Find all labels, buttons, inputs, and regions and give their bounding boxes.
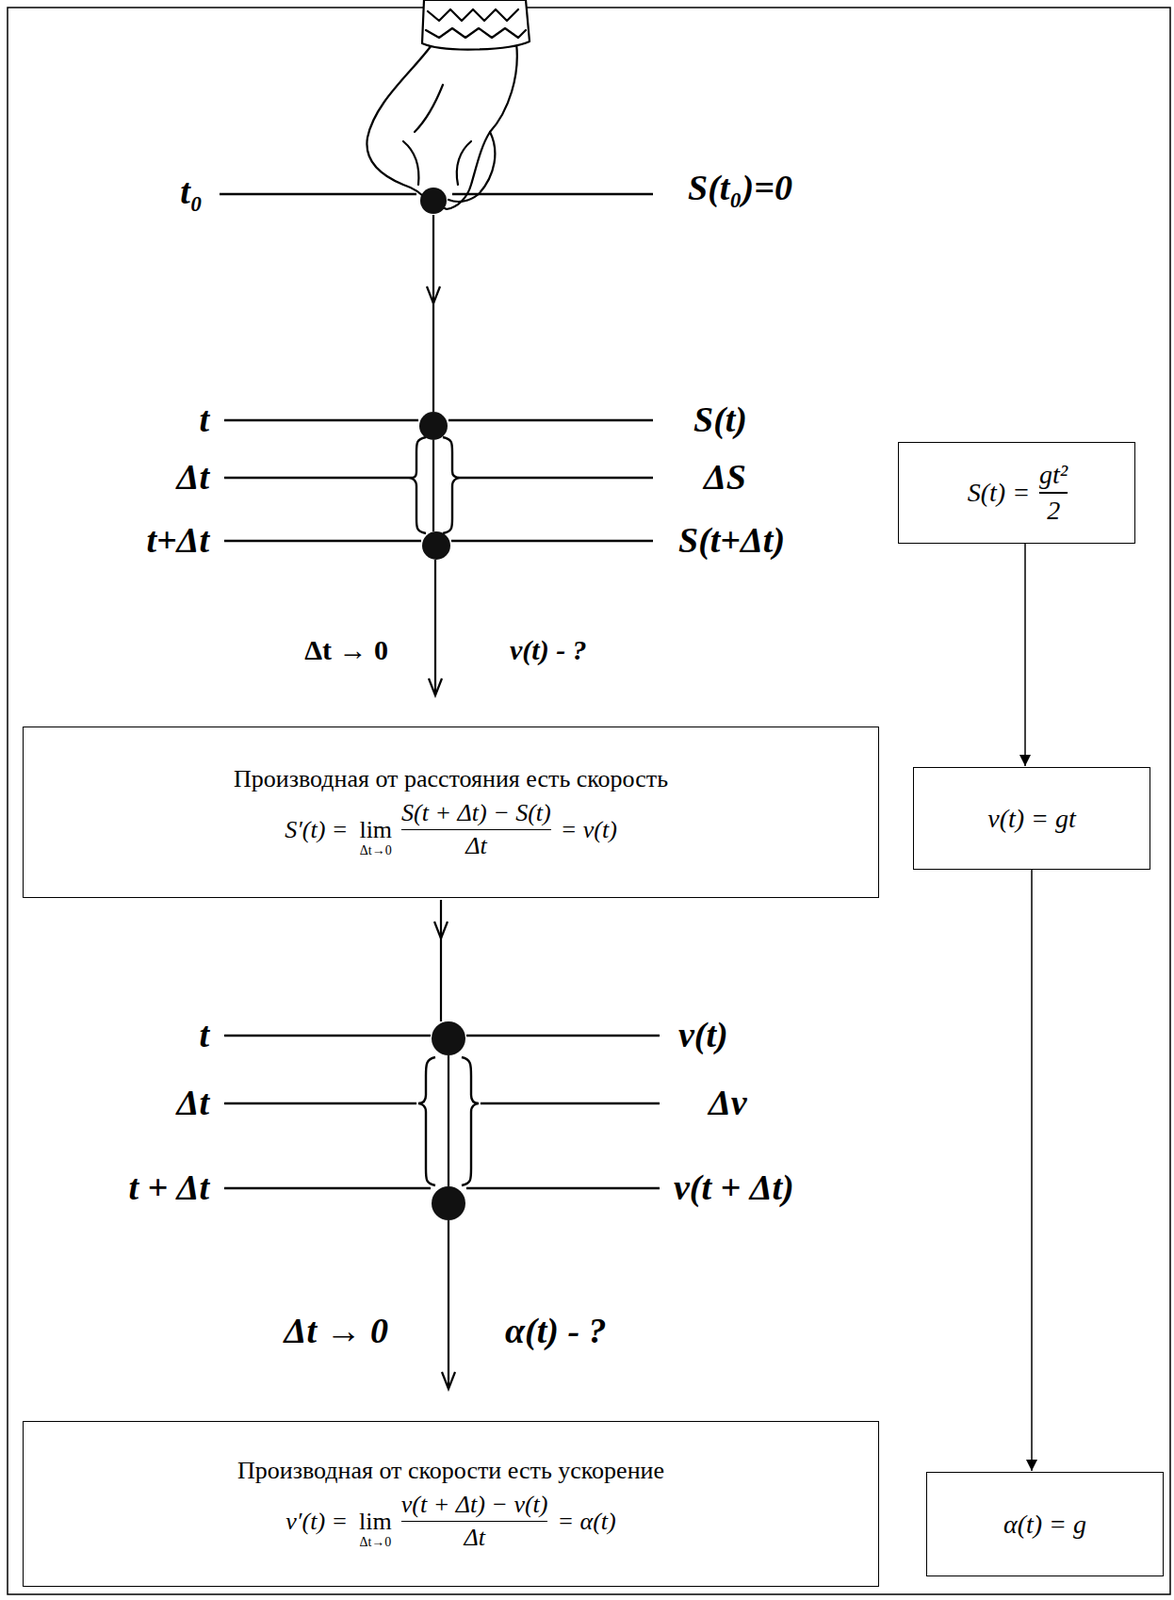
level-line (224, 1034, 431, 1038)
formula-box: α(t) = g (926, 1471, 1164, 1577)
ball (431, 1186, 466, 1221)
limit-subscript: Δt→0 (359, 843, 392, 858)
numerator: v(t + Δt) − v(t) (401, 1490, 549, 1518)
numerator: gt² (1039, 459, 1068, 490)
time-label: t+Δt (146, 521, 210, 561)
numerator: S(t + Δt) − S(t) (401, 798, 552, 827)
fraction-bar (1039, 491, 1068, 494)
level-line (466, 1187, 660, 1191)
cuff-ruffle (427, 9, 519, 21)
level-line (452, 193, 653, 196)
derivative-box: Производная от расстояния есть скоростьS… (22, 726, 880, 898)
distance-label: S(t+Δt) (678, 521, 785, 561)
curly-brace (442, 437, 460, 534)
limit-label: Δt → 0 (284, 1311, 389, 1352)
level-line (448, 419, 653, 423)
curly-brace (408, 437, 426, 534)
level-line (224, 476, 409, 480)
distance-label: S(t) (693, 400, 748, 441)
balls (419, 187, 466, 1221)
motion-line (432, 440, 435, 532)
formula-text: = v(t) (560, 815, 618, 844)
ball (422, 531, 451, 560)
level-line (459, 476, 653, 480)
velocity-label: v(t + Δt) (673, 1168, 795, 1208)
ball (420, 187, 447, 214)
formula-text: S′(t) = (284, 815, 348, 844)
increment-label: ΔS (703, 457, 747, 498)
formula-text: v′(t) = (285, 1507, 348, 1535)
time-label: t (198, 400, 210, 441)
box-heading: Производная от скорости есть ускорение (237, 1456, 665, 1484)
formula-text: S(t) = (967, 477, 1030, 507)
level-line (224, 539, 422, 543)
fraction-bar (401, 829, 552, 832)
time-label: t (198, 1015, 210, 1056)
level-line (224, 1102, 417, 1106)
increment-label: Δv (708, 1083, 748, 1124)
flow-arrow (1030, 869, 1033, 1471)
palm-crease (414, 84, 443, 132)
motion-line (440, 899, 442, 1022)
time-label: t₀ (179, 172, 203, 212)
question-label: v(t) - ? (509, 634, 587, 666)
denominator: Δt (465, 831, 487, 860)
derivative-box: Производная от скорости есть ускорение v′… (22, 1420, 880, 1587)
denominator: 2 (1046, 495, 1060, 525)
motion-line (434, 559, 437, 694)
level-line (466, 1034, 660, 1038)
distance-label: S(t₀)=0 (687, 168, 793, 209)
level-line (451, 539, 653, 543)
formula-text: = α(t) (556, 1507, 616, 1535)
interval-label: Δt (177, 1083, 210, 1124)
motion-line (447, 1220, 450, 1387)
limit-label: Δt → 0 (304, 634, 389, 666)
formula-text: α(t) = g (1003, 1509, 1087, 1540)
braces (408, 437, 460, 534)
arrow-head (428, 678, 442, 696)
arrow-head (426, 286, 441, 304)
arrow-head (434, 921, 448, 939)
interval-label: Δt (177, 457, 210, 498)
formula-box: S(t) = gt² 2 (897, 441, 1136, 544)
limit-text: lim (358, 815, 392, 844)
braces (418, 1057, 479, 1186)
level-line (480, 1102, 660, 1106)
finger-line (456, 141, 472, 185)
formula-box: v(t) = gt (913, 766, 1151, 870)
hand-cuff (422, 0, 530, 50)
ball (419, 411, 448, 441)
finger-line (448, 131, 495, 202)
thumb-line (403, 141, 419, 185)
motion-line (432, 214, 435, 412)
level-line (219, 193, 417, 196)
arrow-head (441, 1371, 456, 1389)
curly-brace (461, 1057, 479, 1186)
motion-line (447, 1055, 450, 1187)
curly-brace (418, 1057, 436, 1186)
limit-text: lim (358, 1507, 392, 1535)
level-line (224, 419, 419, 423)
box-heading: Производная от расстояния есть скорость (233, 765, 669, 793)
time-label: t + Δt (128, 1168, 210, 1208)
hand-drawing (366, 0, 530, 210)
level-lines (224, 1035, 660, 1189)
denominator: Δt (463, 1523, 485, 1551)
fraction-bar (401, 1520, 549, 1523)
level-line (224, 1187, 431, 1191)
velocity-label: v(t) (678, 1015, 729, 1056)
hand-palm (366, 43, 517, 210)
ball (431, 1021, 466, 1056)
formula-text: v(t) = gt (987, 803, 1077, 834)
cuff-ruffle (425, 28, 526, 38)
flow-arrow (1024, 543, 1027, 767)
outer-frame (7, 7, 1171, 1595)
limit-subscript: Δt→0 (358, 1534, 392, 1550)
question-label: α(t) - ? (505, 1311, 607, 1352)
level-lines (219, 194, 653, 541)
